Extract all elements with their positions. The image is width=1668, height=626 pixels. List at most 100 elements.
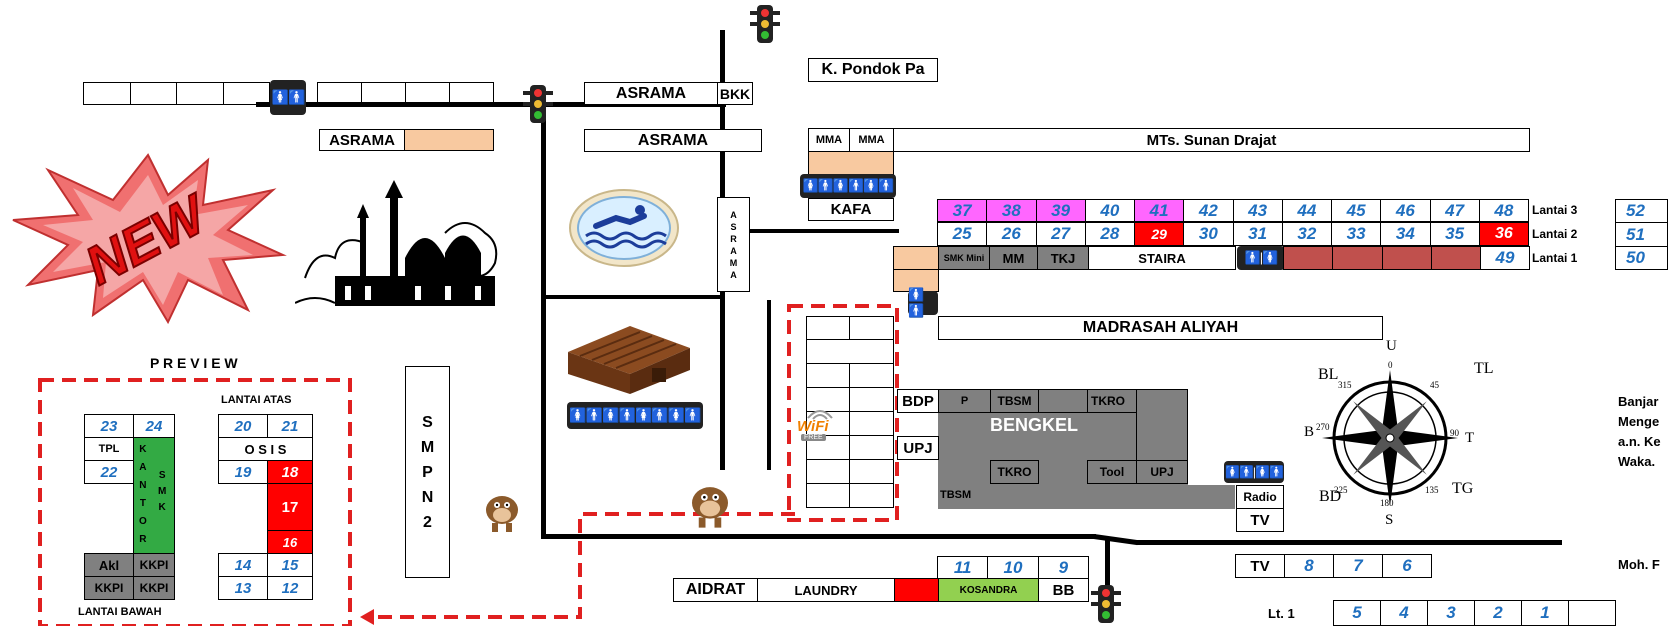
smk-mini-room[interactable]: SMK Mini <box>938 246 990 270</box>
preview-room-23[interactable]: 23 <box>84 414 134 438</box>
room-50[interactable]: 50 <box>1615 246 1668 270</box>
asrama-left-label: ASRAMA <box>319 129 405 151</box>
bengkel-cell <box>1136 389 1188 461</box>
room-number: 40 <box>1100 200 1120 220</box>
compass-45: 45 <box>1430 380 1440 390</box>
compass-270: 270 <box>1316 422 1330 432</box>
room-1[interactable]: 1 <box>1521 600 1569 626</box>
tv-box-label: TV <box>1236 508 1284 532</box>
room-29[interactable]: 29 <box>1134 222 1185 246</box>
letter: K <box>139 444 147 455</box>
tkj-room[interactable]: TKJ <box>1037 246 1089 270</box>
room-number: 45 <box>1346 200 1366 220</box>
room-number: 12 <box>281 579 299 597</box>
room-32[interactable]: 32 <box>1281 222 1332 246</box>
room-number: 44 <box>1297 200 1317 220</box>
room-25[interactable]: 25 <box>937 222 988 246</box>
room-9[interactable]: 9 <box>1037 556 1089 579</box>
preview-room-24[interactable]: 24 <box>133 414 175 438</box>
room-49[interactable]: 49 <box>1480 246 1530 270</box>
tool-label: Tool <box>1087 460 1137 484</box>
room-31[interactable]: 31 <box>1232 222 1283 246</box>
wifi-label: WiFi <box>797 418 829 435</box>
staira-room[interactable]: STAIRA <box>1088 246 1236 270</box>
room-38[interactable]: 38 <box>986 199 1037 222</box>
letter: O <box>139 516 147 527</box>
bb-label: BB <box>1038 578 1089 602</box>
room-40[interactable]: 40 <box>1084 199 1135 222</box>
letter: N <box>421 488 434 506</box>
room-39[interactable]: 39 <box>1035 199 1086 222</box>
room-cell <box>806 484 850 508</box>
room-26[interactable]: 26 <box>986 222 1037 246</box>
bengkel-cell <box>1038 389 1088 413</box>
preview-room-16[interactable]: 16 <box>267 530 313 554</box>
room-27[interactable]: 27 <box>1035 222 1086 246</box>
road-left-vertical <box>541 108 546 538</box>
room-41[interactable]: 41 <box>1134 199 1185 222</box>
preview-room-20[interactable]: 20 <box>218 414 268 438</box>
tv-row: TV 8 7 6 <box>1235 554 1432 578</box>
room-6[interactable]: 6 <box>1382 554 1432 578</box>
room-51[interactable]: 51 <box>1615 222 1668 247</box>
room-4[interactable]: 4 <box>1380 600 1428 626</box>
room-cell <box>176 82 224 105</box>
letter: S <box>730 221 737 232</box>
room-number: 5 <box>1352 603 1362 622</box>
room-44[interactable]: 44 <box>1281 199 1332 222</box>
room-number: 22 <box>100 463 118 481</box>
room-33[interactable]: 33 <box>1331 222 1382 246</box>
mma-label-1: MMA <box>808 128 850 152</box>
tv-room[interactable]: TV <box>1235 554 1285 578</box>
room-11[interactable]: 11 <box>937 556 989 579</box>
room-7[interactable]: 7 <box>1333 554 1383 578</box>
room-3[interactable]: 3 <box>1427 600 1475 626</box>
preview-room-21[interactable]: 21 <box>267 414 313 438</box>
mid-building-grid <box>806 316 894 508</box>
preview-room-13[interactable]: 13 <box>218 576 268 600</box>
room-10[interactable]: 10 <box>987 556 1039 579</box>
preview-room-15[interactable]: 15 <box>267 553 313 577</box>
lantai-1-peach <box>893 246 939 270</box>
red-room <box>894 578 939 602</box>
room-number: 47 <box>1445 200 1465 220</box>
toilet-icon: 🚺🚹|🚺🚹 <box>1224 461 1284 483</box>
room-35[interactable]: 35 <box>1429 222 1480 246</box>
lantai-bawah-label: LANTAI BAWAH <box>78 606 162 618</box>
room-34[interactable]: 34 <box>1380 222 1431 246</box>
room-number: 14 <box>234 556 252 574</box>
room-42[interactable]: 42 <box>1183 199 1234 222</box>
traffic-light-icon <box>750 5 780 43</box>
room-52[interactable]: 52 <box>1615 199 1668 223</box>
room-48[interactable]: 48 <box>1478 199 1529 222</box>
preview-room-12[interactable]: 12 <box>267 576 313 600</box>
room-8[interactable]: 8 <box>1284 554 1334 578</box>
room-5[interactable]: 5 <box>1333 600 1381 626</box>
room-43[interactable]: 43 <box>1232 199 1283 222</box>
preview-room-17[interactable]: 17 <box>267 483 313 531</box>
room-47[interactable]: 47 <box>1429 199 1480 222</box>
room-number: 52 <box>1626 201 1645 220</box>
room-36[interactable]: 36 <box>1478 222 1529 246</box>
preview-room-18[interactable]: 18 <box>267 460 313 484</box>
room-37[interactable]: 37 <box>937 199 988 222</box>
room-cell <box>806 460 850 484</box>
mm-room[interactable]: MM <box>989 246 1038 270</box>
room-30[interactable]: 30 <box>1183 222 1234 246</box>
bottom-rooms: 11 10 9 <box>937 556 1089 579</box>
preview-room-19[interactable]: 19 <box>218 460 268 484</box>
road-mid-right-vertical <box>767 300 771 470</box>
room-28[interactable]: 28 <box>1084 222 1135 246</box>
letter: A <box>139 462 147 473</box>
room-46[interactable]: 46 <box>1380 199 1431 222</box>
upj-right-label: UPJ <box>1136 460 1188 484</box>
bkk-label: BKK <box>717 82 753 105</box>
compass-315: 315 <box>1338 380 1352 390</box>
preview-room-14[interactable]: 14 <box>218 553 268 577</box>
room-number: 4 <box>1399 603 1409 622</box>
room-45[interactable]: 45 <box>1331 199 1382 222</box>
lantai-1-label: Lantai 1 <box>1532 251 1578 265</box>
lantai-atas-label: LANTAI ATAS <box>221 394 292 406</box>
room-2[interactable]: 2 <box>1474 600 1522 626</box>
preview-room-22[interactable]: 22 <box>84 460 134 484</box>
